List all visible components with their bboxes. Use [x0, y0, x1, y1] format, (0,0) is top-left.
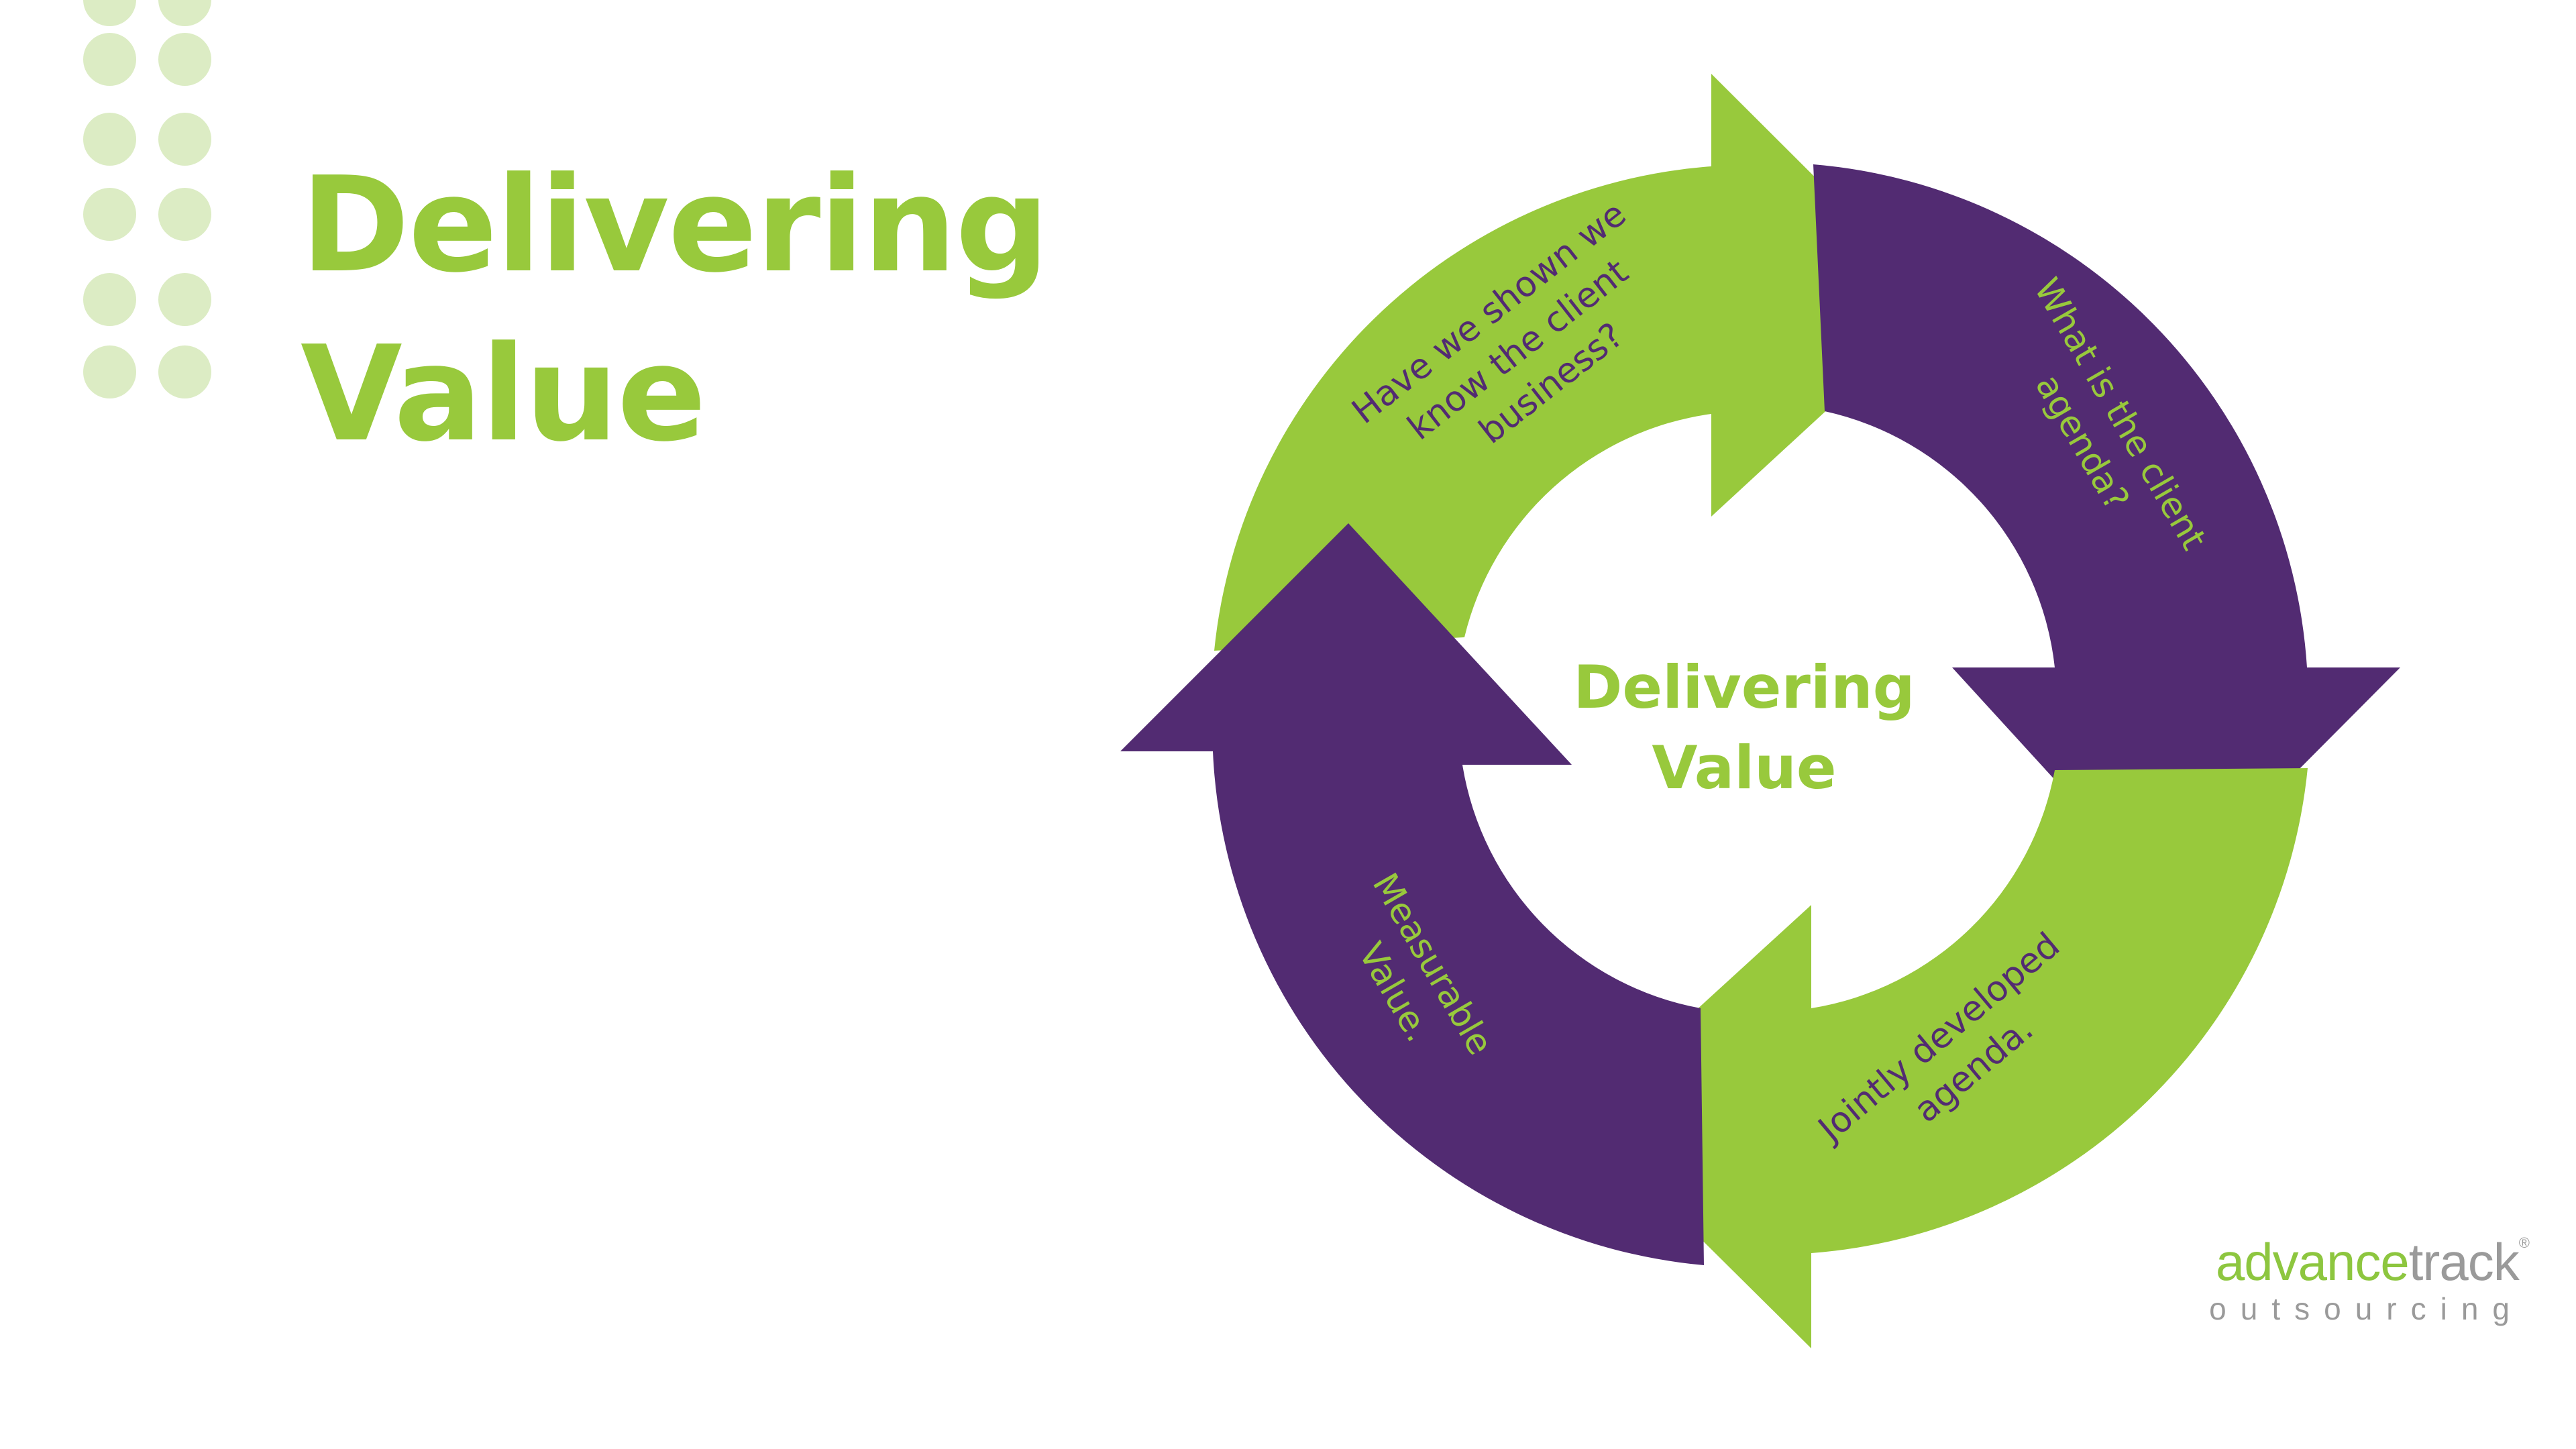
dot — [158, 0, 211, 26]
arrow-top-left — [1214, 74, 1942, 651]
dot — [83, 33, 136, 86]
value-cycle-diagram: Have we shown we know the client busines… — [1120, 74, 2400, 1348]
dot — [83, 188, 136, 241]
logo-subtitle: outsourcing — [2209, 1291, 2524, 1326]
center-line-1: Delivering — [1573, 653, 1915, 722]
logo-wordmark: advancetrack® — [2059, 1213, 2530, 1292]
dot — [158, 273, 211, 326]
arrow-top-right — [1813, 164, 2400, 902]
registered-mark: ® — [2518, 1234, 2530, 1251]
dot — [83, 345, 136, 398]
dot — [158, 33, 211, 86]
arrow-bottom-left — [1120, 523, 1704, 1265]
page-title: Delivering Value — [301, 141, 1173, 479]
dot — [83, 113, 136, 166]
dot — [83, 0, 136, 26]
logo-advance: advance — [2215, 1232, 2410, 1291]
decorative-dot-grid — [83, 0, 217, 402]
arrow-bottom-right — [1578, 768, 2308, 1348]
dot — [158, 113, 211, 166]
logo-track: track — [2408, 1232, 2520, 1291]
advancetrack-logo: advancetrack® outsourcing — [2059, 1213, 2530, 1326]
center-line-2: Value — [1652, 733, 1837, 802]
dot — [158, 188, 211, 241]
cycle-center-label: Delivering Value — [1543, 647, 1945, 808]
title-line-1: Delivering — [301, 149, 1049, 302]
dot — [83, 273, 136, 326]
title-line-2: Value — [301, 318, 706, 471]
dot — [158, 345, 211, 398]
